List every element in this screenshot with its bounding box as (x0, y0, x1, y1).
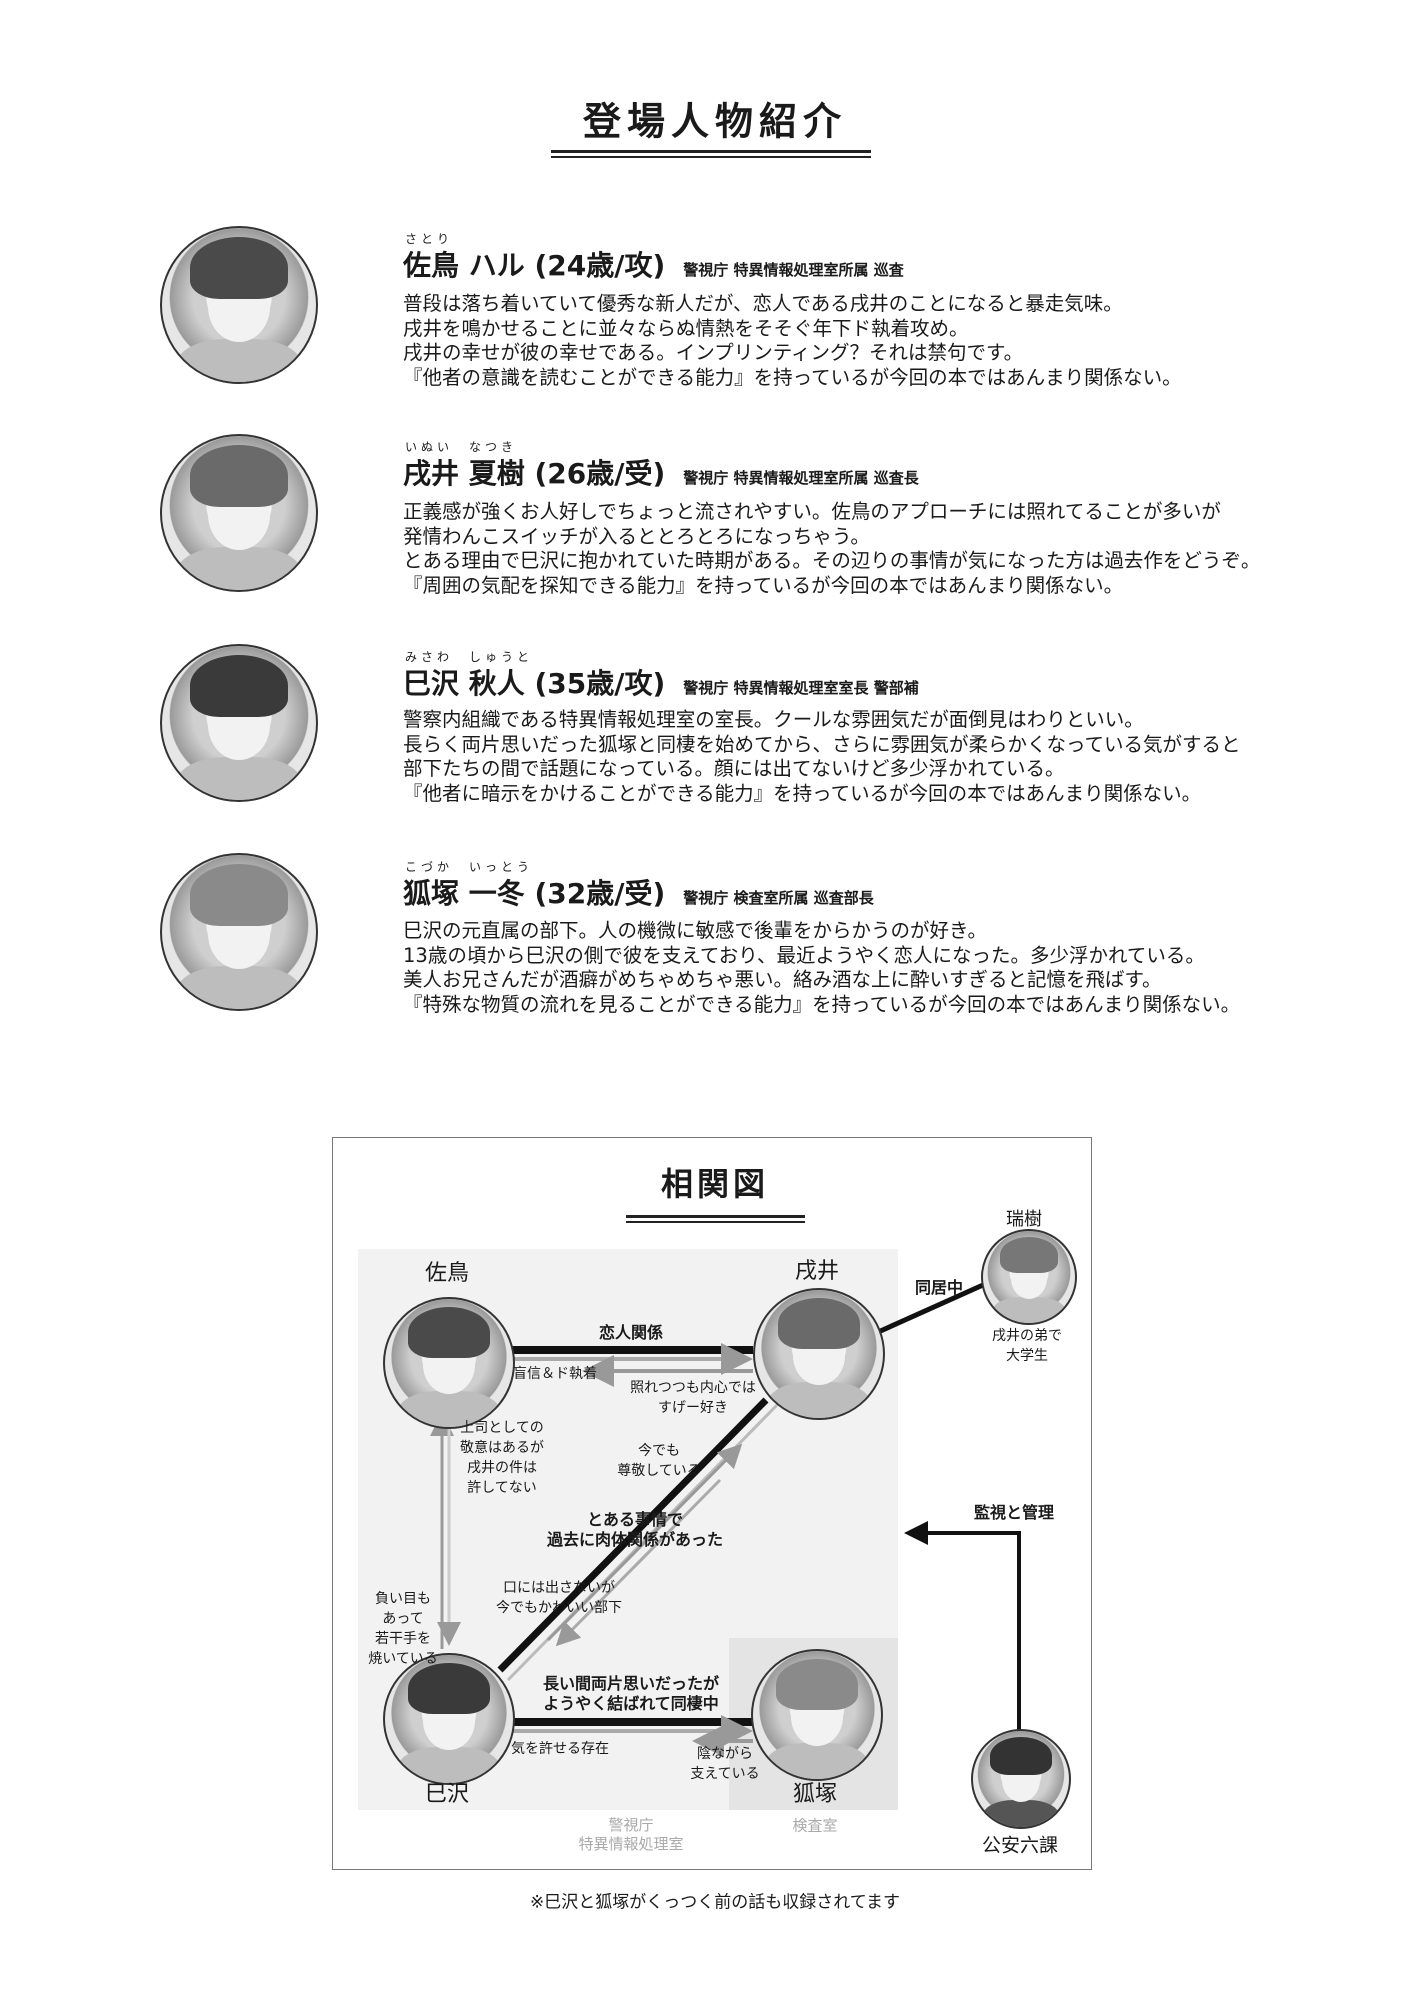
edge-label-misawa-to-satori: 負い目もあって若干手を焼いている (368, 1591, 438, 1667)
edge-label-inui-to-satori: 照れつつも内心ではすげー好き (630, 1380, 756, 1416)
affiliation: 警視庁 特異情報処理室室長 警部補 (683, 679, 919, 697)
desc-line: 『周囲の気配を探知できる能力』を持っているが今回の本ではあんまり関係ない。 (403, 573, 1124, 597)
edge-label-kozuka-to-misawa: 陰ながら支えている (690, 1746, 760, 1782)
edge-label-misawa-kozuka: 長い間両片思いだったがようやく結ばれて同棲中 (542, 1674, 720, 1713)
desc-line: 『他者の意識を読むことができる能力』を持っているが今回の本ではあんまり関係ない。 (403, 365, 1182, 389)
character-name: 狐塚 一冬 (32歳/受)警視庁 検査室所属 巡査部長 (403, 877, 874, 910)
desc-line: 長らく両片思いだった狐塚と同棲を始めてから、さらに雰囲気が柔らかくなっている気が… (403, 732, 1241, 756)
title-underline (551, 150, 871, 158)
character-name: 戌井 夏樹 (26歳/受)警視庁 特異情報処理室所属 巡査長 (403, 457, 919, 490)
character-description: 警察内組織である特異情報処理室の室長。クールな雰囲気だが面倒見はわりといい。長ら… (403, 708, 1241, 806)
edge-label-doukyo: 同居中 (914, 1278, 964, 1297)
line-doukyo (874, 1282, 985, 1336)
edge-label-koibito: 恋人関係 (598, 1323, 664, 1342)
desc-line: 戌井を鳴かせることに並々ならぬ情熱をそそぐ年下ド執着攻め。 (403, 316, 969, 340)
edge-label-misawa-to-kozuka: 気を許せる存在 (511, 1741, 609, 1757)
edge-label-koan: 監視と管理 (973, 1503, 1055, 1522)
portrait-misawa-diagram (383, 1653, 515, 1785)
edge-label-satori-to-inui: 盲信＆ド執着 (513, 1366, 597, 1382)
portrait-koan (971, 1729, 1071, 1829)
desc-line: とある理由で巳沢に抱かれていた時期がある。その辺りの事情が気になった方は過去作を… (403, 549, 1261, 573)
footnote: ※巳沢と狐塚がくっつく前の話も収録されてます (530, 1892, 900, 1913)
desc-line: 戌井の幸せが彼の幸せである。インプリンティング？それは禁句です。 (403, 341, 1024, 365)
edge-label-inui-to-misawa: 今でも尊敬している (617, 1443, 701, 1479)
portrait-inui (160, 434, 318, 592)
character-description: 巳沢の元直属の部下。人の機微に敏感で後輩をからかうのが好き。13歳の頃から巳沢の… (403, 919, 1240, 1017)
character-name: 巳沢 秋人 (35歳/攻)警視庁 特異情報処理室室長 警部補 (403, 667, 919, 700)
desc-line: 警察内組織である特異情報処理室の室長。クールな雰囲気だが面倒見はわりといい。 (403, 708, 1144, 731)
affiliation: 警視庁 特異情報処理室所属 巡査長 (683, 469, 919, 487)
node-label-kozuka: 狐塚 (792, 1782, 838, 1807)
node-label-mizuki: 瑞樹 (1006, 1209, 1042, 1230)
page-title: 登場人物紹介 (582, 99, 848, 144)
character-description: 普段は落ち着いていて優秀な新人だが、恋人である戌井のことになると暴走気味。戌井を… (403, 292, 1182, 390)
portrait-misawa (160, 644, 318, 802)
portrait-satori (160, 226, 318, 384)
desc-line: 美人お兄さんだが酒癖がめちゃめちゃ悪い。絡み酒な上に酔いすぎると記憶を飛ばす。 (403, 968, 1162, 992)
portrait-satori-diagram (383, 1297, 515, 1429)
affiliation: 警視庁 検査室所属 巡査部長 (683, 889, 874, 907)
desc-line: 発情わんこスイッチが入るととろとろになっちゃう。 (403, 524, 870, 548)
relationship-diagram-frame (332, 1137, 1092, 1870)
portrait-kozuka-diagram (751, 1649, 883, 1781)
area-label-kensa: 検査室 (792, 1816, 838, 1835)
desc-line: 巳沢の元直属の部下。人の機微に敏感で後輩をからかうのが好き。 (403, 919, 988, 942)
desc-line: 『他者に暗示をかけることができる能力』を持っているが今回の本ではあんまり関係ない… (403, 781, 1202, 805)
ruby: いぬい なつき (405, 440, 518, 454)
desc-line: 部下たちの間で話題になっている。顔には出てないけど多少浮かれている。 (403, 757, 1065, 781)
portrait-kozuka (160, 853, 318, 1011)
node-label-inui: 戌井 (794, 1259, 840, 1284)
node-label-misawa: 巳沢 (424, 1782, 470, 1807)
node-label-koan: 公安六課 (981, 1834, 1059, 1857)
desc-line: 正義感が強くお人好しでちょっと流されやすい。佐鳥のアプローチには照れてることが多… (403, 500, 1221, 523)
diagram-title: 相関図 (660, 1165, 770, 1203)
node-label-satori: 佐鳥 (424, 1261, 470, 1286)
area-label-main: 警視庁特異情報処理室 (578, 1816, 684, 1853)
desc-line: 13歳の頃から巳沢の側で彼を支えており、最近ようやく恋人になった。多少浮かれてい… (403, 943, 1205, 967)
ruby: こづか いっとう (405, 860, 534, 874)
arrow-inui-to-misawa (555, 1478, 722, 1647)
character-name: 佐鳥 ハル (24歳/攻)警視庁 特異情報処理室所属 巡査 (403, 249, 904, 282)
arrow-koan (904, 1521, 1021, 1730)
portrait-inui-diagram (753, 1288, 885, 1420)
arrow-misawa-to-inui (546, 1443, 743, 1642)
desc-line: 普段は落ち着いていて優秀な新人だが、恋人である戌井のことになると暴走気味。 (403, 292, 1123, 315)
affiliation: 警視庁 特異情報処理室所属 巡査 (683, 261, 904, 279)
desc-line: 『特殊な物質の流れを見ることができる能力』を持っているが今回の本ではあんまり関係… (403, 992, 1241, 1016)
ruby: みさわ しゅうと (405, 650, 534, 664)
edge-label-inui-misawa: とある事情で過去に肉体関係があった (546, 1510, 724, 1549)
mizuki-note: 戌井の弟で大学生 (992, 1328, 1062, 1364)
edge-label-satori-to-misawa: 上司としての敬意はあるが戌井の件は許してない (460, 1420, 544, 1496)
edge-label-misawa-to-inui: 口には出さないが今でもかわいい部下 (496, 1580, 622, 1616)
diagram-title-underline (626, 1215, 805, 1223)
ruby: さとり (405, 232, 454, 246)
character-description: 正義感が強くお人好しでちょっと流されやすい。佐鳥のアプローチには照れてることが多… (403, 500, 1260, 598)
portrait-mizuki (981, 1229, 1077, 1325)
